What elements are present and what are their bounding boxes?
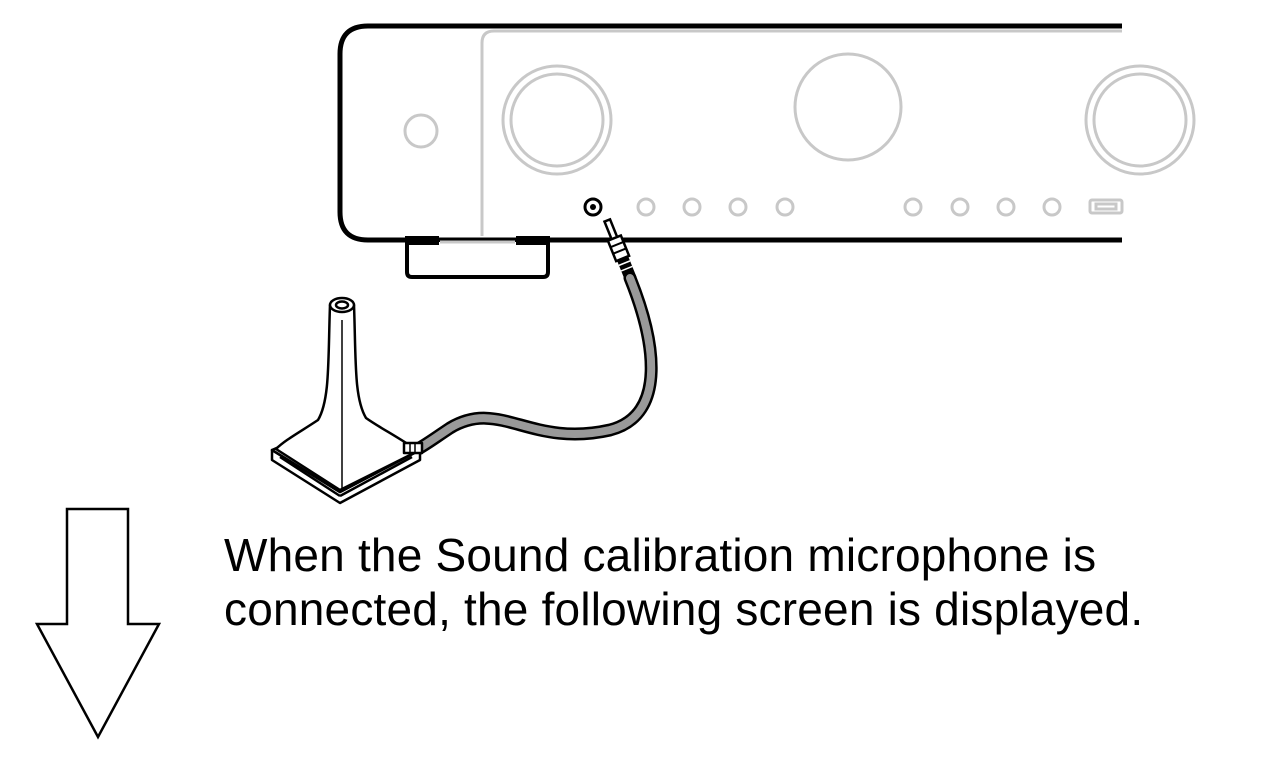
microphone-cable-icon [409, 271, 658, 457]
receiver-inner-panel [480, 29, 1122, 236]
sound-calibration-microphone-icon [270, 296, 424, 505]
receiver-foot [405, 236, 550, 279]
instruction-caption: When the Sound calibration microphone is… [224, 528, 1264, 636]
power-button-icon [403, 113, 439, 149]
right-knob-icon [1084, 64, 1196, 176]
caption-line-1: When the Sound calibration microphone is [224, 529, 1097, 581]
center-knob-icon [793, 52, 903, 162]
down-arrow-icon [34, 507, 162, 740]
volume-knob-icon [501, 64, 613, 176]
setup-mic-jack-icon [583, 197, 603, 217]
av-receiver-front-panel-icon [337, 23, 1196, 279]
caption-line-2: connected, the following screen is displ… [224, 583, 1144, 635]
usb-port-icon [1088, 198, 1124, 215]
front-buttons [636, 197, 1062, 217]
